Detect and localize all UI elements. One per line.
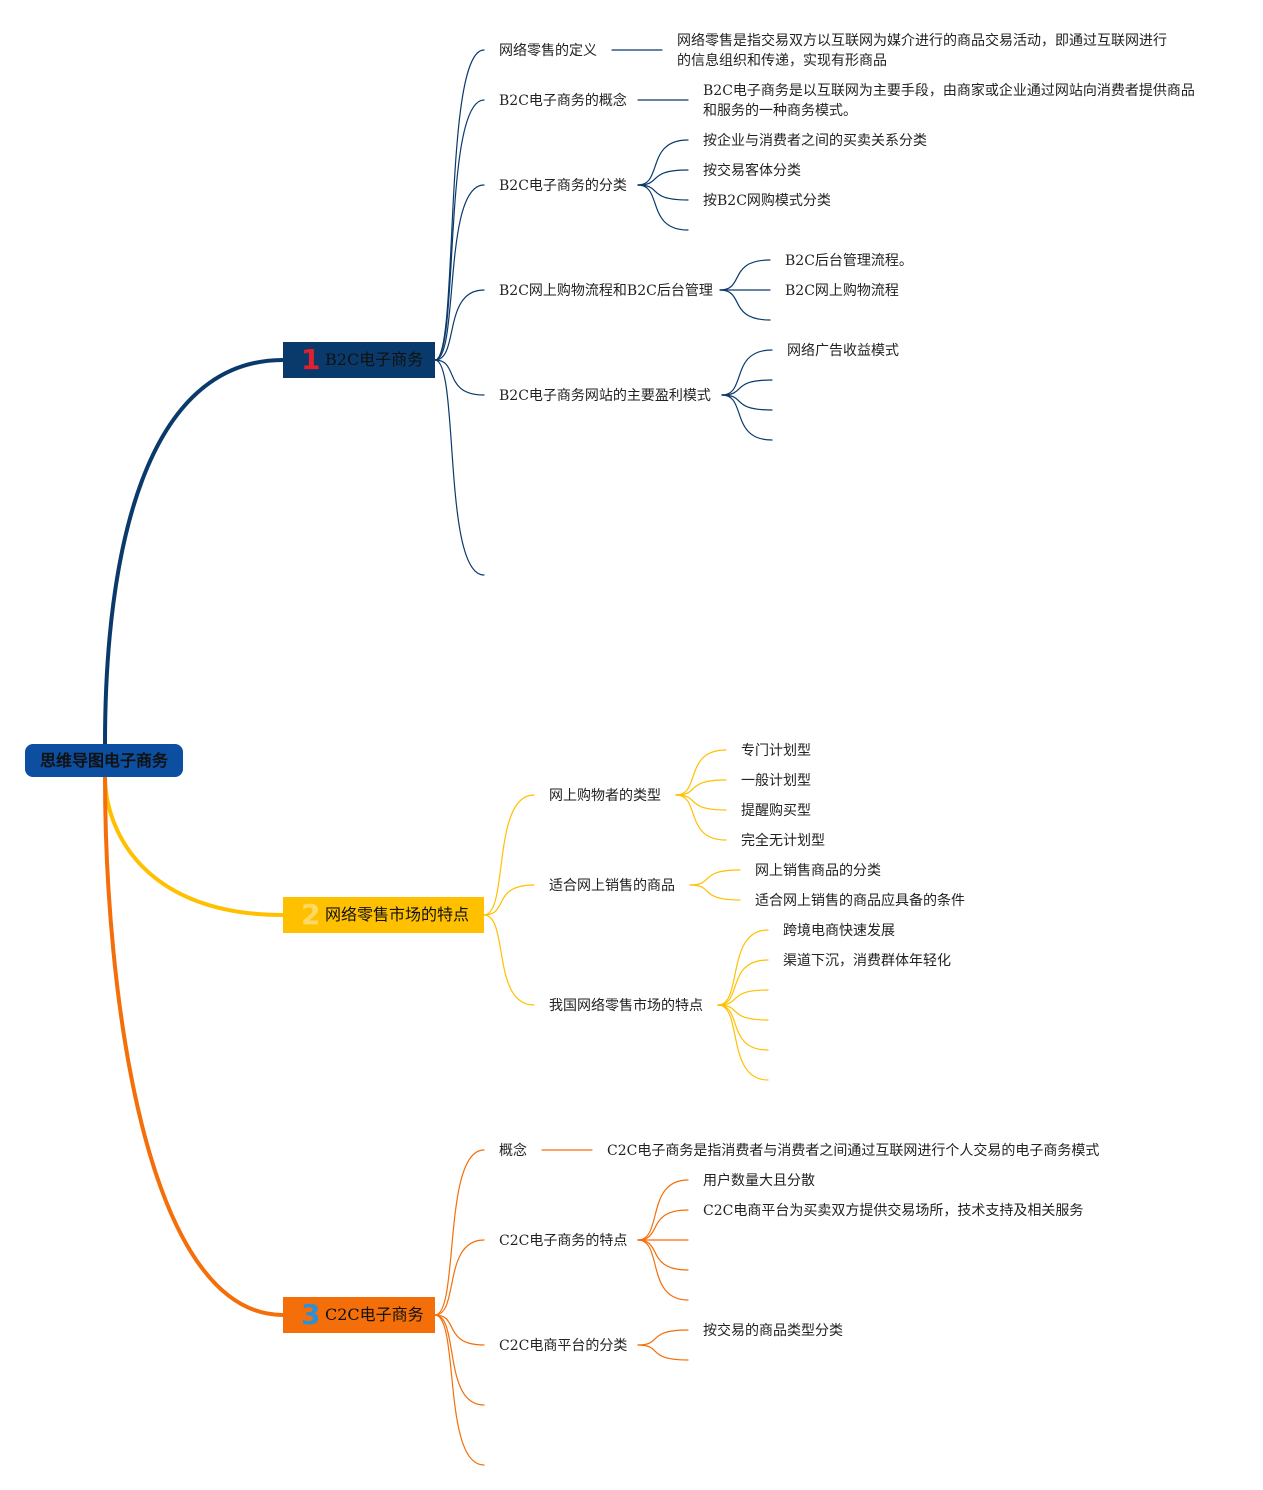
c2c-feature-item[interactable]: C2C电商平台为买卖双方提供交易场所，技术支持及相关服务 (703, 1203, 1084, 1219)
classification-connector (637, 139, 689, 186)
shopper-connector (675, 794, 727, 841)
c2c-feature-connector (637, 1239, 689, 1301)
branch2-topic-connector (483, 884, 535, 916)
branch3-connectors (103, 774, 689, 1466)
branch2-topic-connector (483, 794, 535, 916)
china-market-connector (717, 1004, 769, 1051)
china-market-connector (717, 959, 769, 1006)
china-market-connector (717, 1004, 769, 1081)
shopper-type-item[interactable]: 提醒购买型 (741, 803, 811, 819)
b2c-concept-text: B2C电子商务是以互联网为主要手段，由商家或企业通过网站向消费者提供商品和服务的… (703, 83, 1195, 119)
shopper-type-item[interactable]: 专门计划型 (741, 743, 811, 759)
topic-b2c-flow[interactable]: B2C网上购物流程和B2C后台管理 (499, 283, 713, 299)
root-to-branch3 (103, 774, 285, 1317)
branch1-topic-connector (434, 49, 485, 361)
branch3-number: 3 (301, 1298, 321, 1331)
china-market-item[interactable]: 渠道下沉，消费群体年轻化 (783, 953, 951, 969)
profit-connector (721, 379, 773, 396)
flow-connector (719, 259, 771, 291)
profit-connector (721, 349, 773, 396)
root-to-branch1 (103, 358, 285, 746)
classification-connector (637, 184, 689, 231)
shopper-type-item[interactable]: 完全无计划型 (741, 833, 825, 849)
branch2-topic-connector (483, 914, 535, 1006)
shopper-connector (675, 779, 727, 796)
branch3-topic-connector (434, 1314, 485, 1406)
shopper-type-item[interactable]: 一般计划型 (741, 773, 811, 789)
branch1-topic-connector (434, 99, 485, 361)
topic-c2c-platform[interactable]: C2C电商平台的分类 (499, 1338, 628, 1354)
topic-b2c-concept[interactable]: B2C电子商务的概念 (499, 93, 627, 109)
c2c-feature-connector (637, 1179, 689, 1241)
topic-shopper-types[interactable]: 网上购物者的类型 (549, 788, 661, 804)
branch3-topic-connector (434, 1314, 485, 1346)
root-label: 思维导图电子商务 (39, 751, 168, 770)
b2c-class-item[interactable]: 按B2C网购模式分类 (703, 193, 831, 209)
topic-b2c-classification[interactable]: B2C电子商务的分类 (499, 178, 627, 194)
online-goods-item[interactable]: 网上销售商品的分类 (755, 863, 881, 879)
topic-retail-definition[interactable]: 网络零售的定义 (499, 43, 597, 59)
branch3-topic-connector (434, 1149, 485, 1316)
branch1-topic-connector (434, 359, 485, 576)
topic-c2c-features[interactable]: C2C电子商务的特点 (499, 1233, 628, 1249)
shopper-connector (675, 794, 727, 811)
b2c-class-item[interactable]: 按企业与消费者之间的买卖关系分类 (703, 133, 927, 149)
c2c-feature-connector (637, 1239, 689, 1271)
c2c-platform-connector (637, 1329, 689, 1346)
topic-b2c-profit[interactable]: B2C电子商务网站的主要盈利模式 (499, 388, 711, 404)
china-market-connector (717, 989, 769, 1006)
branch3-topic-connector (434, 1314, 485, 1466)
topic-c2c-concept[interactable]: 概念 (499, 1143, 527, 1159)
china-market-item[interactable]: 跨境电商快速发展 (783, 923, 895, 939)
branch1-number: 1 (301, 343, 321, 376)
retail-definition-text: 网络零售是指交易双方以互联网为媒介进行的商品交易活动，即通过互联网进行的信息组织… (677, 33, 1167, 69)
branch2-label: 网络零售市场的特点 (325, 905, 470, 924)
root-node[interactable]: 思维导图电子商务 (25, 744, 183, 777)
goods-connector (689, 884, 741, 901)
branch3-label: C2C电子商务 (325, 1305, 424, 1324)
b2c-flow-item[interactable]: B2C后台管理流程。 (785, 253, 913, 269)
profit-connector (721, 394, 773, 411)
c2c-feature-item[interactable]: 用户数量大且分散 (703, 1173, 815, 1189)
online-goods-item[interactable]: 适合网上销售的商品应具备的条件 (755, 893, 965, 909)
b2c-profit-item[interactable]: 网络广告收益模式 (787, 343, 899, 359)
branch1-topic-connector (434, 289, 485, 361)
classification-connector (637, 184, 689, 201)
profit-connector (721, 394, 773, 441)
branch2-connectors (103, 749, 769, 1081)
branch1-connectors (103, 49, 773, 746)
branch1-node[interactable]: 1 B2C电子商务 (283, 342, 435, 378)
topic-online-goods[interactable]: 适合网上销售的商品 (549, 878, 675, 894)
c2c-concept-text: C2C电子商务是指消费者与消费者之间通过互联网进行个人交易的电子商务模式 (607, 1143, 1100, 1159)
branch1-topic-connector (434, 359, 485, 396)
goods-connector (689, 869, 741, 886)
c2c-platform-connector (637, 1344, 689, 1361)
topic-china-market[interactable]: 我国网络零售市场的特点 (549, 998, 703, 1014)
root-to-branch2 (103, 774, 285, 917)
branch3-node[interactable]: 3 C2C电子商务 (283, 1297, 435, 1333)
branch1-label: B2C电子商务 (325, 350, 424, 369)
branch3-topic-connector (434, 1239, 485, 1316)
branch2-node[interactable]: 2 网络零售市场的特点 (283, 897, 484, 933)
china-market-connector (717, 1004, 769, 1021)
branch2-number: 2 (301, 898, 321, 931)
branch1-topic-connector (434, 184, 485, 361)
china-market-connector (717, 929, 769, 1006)
c2c-feature-connector (637, 1209, 689, 1241)
c2c-platform-item[interactable]: 按交易的商品类型分类 (703, 1323, 843, 1339)
flow-connector (719, 289, 771, 321)
b2c-flow-item[interactable]: B2C网上购物流程 (785, 283, 899, 299)
classification-connector (637, 169, 689, 186)
b2c-class-item[interactable]: 按交易客体分类 (703, 163, 801, 179)
shopper-connector (675, 749, 727, 796)
